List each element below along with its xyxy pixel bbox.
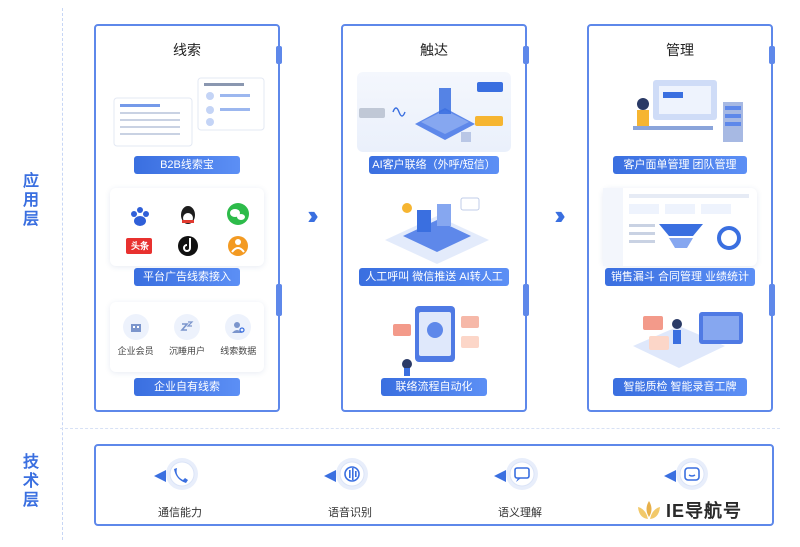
lead-item-dormant: 沉睡用户 xyxy=(163,314,211,372)
b2b-preview-illustration xyxy=(110,72,265,152)
column-edge-marker xyxy=(769,284,775,316)
lead-item-data: 线索数据 xyxy=(214,314,262,372)
tech-item-speech: 语音识别 xyxy=(300,454,400,520)
tech-layer-box: 通信能力 语音识别 语义理解 xyxy=(94,444,774,526)
lead-label-data: 线索数据 xyxy=(220,346,257,356)
watermark: IE导航号 xyxy=(632,497,792,523)
chevron-right-icon: ›› xyxy=(307,200,318,230)
column-edge-marker xyxy=(276,284,282,316)
layer-divider xyxy=(60,428,780,429)
column-edge-marker xyxy=(523,284,529,316)
guide-line-left xyxy=(62,8,63,540)
platform-logos: 头条 xyxy=(110,188,264,266)
app-layer-label: 应用层 xyxy=(18,172,46,229)
column-title: 管理 xyxy=(666,42,694,58)
own-leads-panel: 企业会员 沉睡用户 线索数据 xyxy=(110,302,264,372)
chevron-right-icon: ›› xyxy=(554,200,565,230)
tech-layer-label: 技术层 xyxy=(18,453,46,510)
app-layer-text: 应用层 xyxy=(20,172,37,229)
wechat-icon xyxy=(227,203,249,225)
lead-item-member: 企业会员 xyxy=(112,314,160,372)
column-title: 触达 xyxy=(420,42,448,58)
chat-bubble-icon xyxy=(492,454,548,494)
pill-ai-contact: AI客户联络（外呼/短信） xyxy=(369,156,499,174)
tiktok-icon xyxy=(178,236,198,256)
tech-label: 通信能力 xyxy=(158,507,202,519)
column-edge-marker xyxy=(769,46,775,64)
lead-label-member: 企业会员 xyxy=(117,346,154,356)
pill-platform-ads: 平台广告线索接入 xyxy=(134,268,240,286)
column-reach: 触达 AI客户联络（外呼/短信） 人工呼叫 微信推送 AI转人工 xyxy=(341,24,529,412)
pill-quality-inspection: 智能质检 智能录音工牌 xyxy=(613,378,747,396)
voice-wave-icon xyxy=(322,454,378,494)
pill-b2b: B2B线索宝 xyxy=(134,156,240,174)
column-leads: 线索 B2B线索宝 xyxy=(94,24,282,412)
human-call-illustration xyxy=(357,188,511,266)
sales-dashboard-illustration xyxy=(603,188,757,266)
tech-layer-text: 技术层 xyxy=(20,453,37,510)
lead-label-dormant: 沉睡用户 xyxy=(168,346,205,356)
toutiao-icon xyxy=(126,238,152,254)
tech-label: 语义理解 xyxy=(498,507,542,519)
column-title: 线索 xyxy=(173,42,201,58)
ai-contact-illustration xyxy=(357,72,511,152)
job-platform-icon xyxy=(228,236,248,256)
pill-sales-funnel: 销售漏斗 合同管理 业绩统计 xyxy=(605,268,755,286)
tech-item-semantics: 语义理解 xyxy=(470,454,570,520)
watermark-text: IE导航号 xyxy=(666,501,743,521)
pill-customer-mgmt: 客户面单管理 团队管理 xyxy=(613,156,747,174)
sleep-icon xyxy=(173,314,200,340)
robot-face-icon xyxy=(662,454,718,494)
column-manage: 管理 客户面单管理 团队管理 xyxy=(587,24,775,412)
pill-own-leads: 企业自有线索 xyxy=(134,378,240,396)
qq-penguin-icon xyxy=(181,206,195,224)
column-edge-marker xyxy=(276,46,282,64)
tech-label: 语音识别 xyxy=(328,507,372,519)
toutiao-label: 头条 xyxy=(130,241,149,251)
customer-management-illustration xyxy=(603,72,757,152)
user-search-icon xyxy=(225,314,252,340)
lotus-logo-icon xyxy=(638,501,660,519)
baidu-paw-icon xyxy=(131,207,149,226)
quality-inspection-illustration xyxy=(603,302,757,378)
pill-human-call: 人工呼叫 微信推送 AI转人工 xyxy=(359,268,509,286)
automation-illustration xyxy=(357,302,511,378)
pill-automation: 联络流程自动化 xyxy=(381,378,487,396)
column-edge-marker xyxy=(523,46,529,64)
building-icon xyxy=(122,314,149,340)
tech-item-robot xyxy=(640,454,740,504)
tech-item-communication: 通信能力 xyxy=(130,454,230,520)
phone-icon xyxy=(152,454,208,494)
